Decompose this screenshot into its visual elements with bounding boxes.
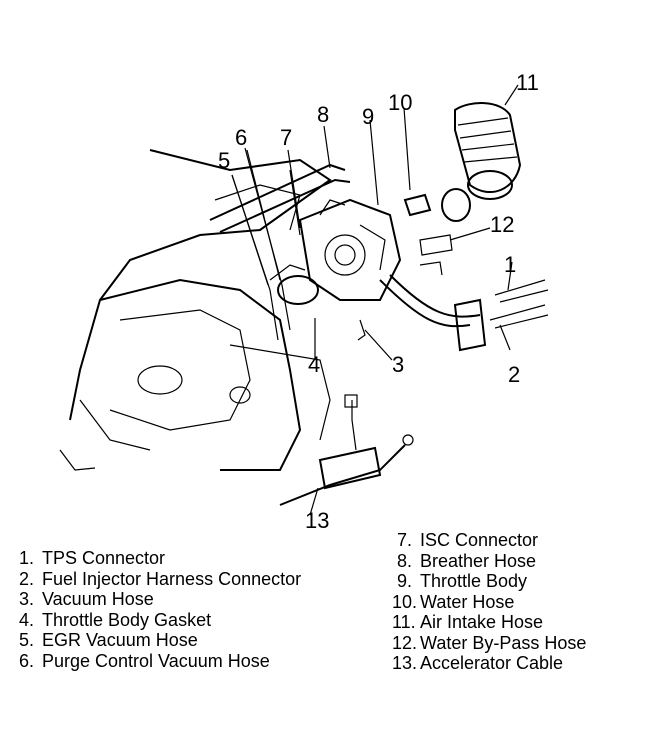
- throttle-body-gasket: [269, 264, 319, 305]
- legend-left: 1. TPS Connector 2. Fuel Injector Harness …: [14, 548, 301, 671]
- legend-item: 2. Fuel Injector Harness Connector: [14, 569, 301, 590]
- callout-7: 7: [280, 125, 292, 150]
- legend-label: Water By-Pass Hose: [420, 632, 587, 653]
- leader-lines: [231, 84, 519, 516]
- legend-item: 7. ISC Connector: [392, 530, 586, 551]
- callout-3: 3: [392, 352, 404, 377]
- legend-label: Water Hose: [420, 591, 515, 612]
- legend-right: 7. ISC Connector 8. Breather Hose 9. Thrott…: [392, 530, 586, 674]
- callout-12: 12: [490, 212, 514, 237]
- callout-11: 11: [516, 70, 539, 95]
- legend-item: 3. Vacuum Hose: [14, 589, 301, 610]
- legend-number: 6.: [18, 650, 34, 671]
- legend-number: 12.: [392, 632, 418, 653]
- vacuum-hoses: [231, 147, 366, 341]
- callout-9: 9: [362, 104, 374, 129]
- callout-4: 4: [308, 352, 320, 377]
- legend-number: 11.: [392, 612, 416, 632]
- legend-label: Purge Control Vacuum Hose: [42, 650, 270, 671]
- legend-label: Breather Hose: [420, 550, 537, 571]
- callout-2: 2: [508, 362, 520, 387]
- legend-number: 13.: [392, 653, 418, 673]
- legend-item: 6. Purge Control Vacuum Hose: [14, 651, 301, 672]
- legend-label: Air Intake Hose: [420, 612, 544, 632]
- breather-hose: [209, 163, 351, 233]
- fuel-injector-harness: [379, 274, 549, 352]
- legend-label: ISC Connector: [420, 530, 539, 550]
- legend-item: 12.Water By-Pass Hose: [392, 633, 586, 654]
- callout-13: 13: [305, 508, 329, 530]
- legend-label: Fuel Injector Harness Connector: [42, 568, 302, 589]
- callout-8: 8: [317, 102, 329, 127]
- legend-number: 2.: [18, 568, 34, 589]
- water-hoses: [403, 193, 453, 276]
- legend-label: Throttle Body Gasket: [42, 609, 212, 630]
- legend-number: 7.: [396, 530, 412, 550]
- callout-10: 10: [388, 90, 412, 115]
- legend-item: 10.Water Hose: [392, 592, 586, 613]
- legend-item: 4. Throttle Body Gasket: [14, 610, 301, 631]
- air-intake-hose: [441, 102, 522, 222]
- legend-item: 5. EGR Vacuum Hose: [14, 630, 301, 651]
- legend-number: 10.: [392, 591, 418, 612]
- engine-block: [59, 149, 332, 471]
- legend-item: 8. Breather Hose: [392, 551, 586, 572]
- legend-number: 4.: [18, 609, 34, 630]
- callout-6: 6: [235, 125, 247, 150]
- legend-item: 13.Accelerator Cable: [392, 653, 586, 674]
- legend-number: 9.: [396, 571, 412, 591]
- callout-labels: 1 2 3 4 5 6 7 8 9 10 11 12 13: [218, 70, 539, 530]
- legend-label: TPS Connector: [42, 548, 166, 568]
- legend-label: EGR Vacuum Hose: [42, 630, 198, 650]
- legend-number: 1.: [18, 548, 34, 568]
- legend-item: 9. Throttle Body: [392, 571, 586, 592]
- legend-number: 8.: [396, 550, 412, 571]
- throttle-body-diagram: 1 2 3 4 5 6 7 8 9 10 11 12 13: [59, 70, 549, 530]
- callout-1: 1: [504, 252, 516, 277]
- legend-label: Accelerator Cable: [420, 653, 564, 673]
- legend-item: 1. TPS Connector: [14, 548, 301, 569]
- callout-5: 5: [218, 148, 230, 173]
- legend-label: Throttle Body: [420, 571, 528, 591]
- accelerator-cable: [279, 394, 414, 506]
- legend-label: Vacuum Hose: [42, 589, 154, 609]
- legend-number: 3.: [18, 589, 34, 609]
- legend-number: 5.: [18, 630, 34, 650]
- legend-item: 11.Air Intake Hose: [392, 612, 586, 633]
